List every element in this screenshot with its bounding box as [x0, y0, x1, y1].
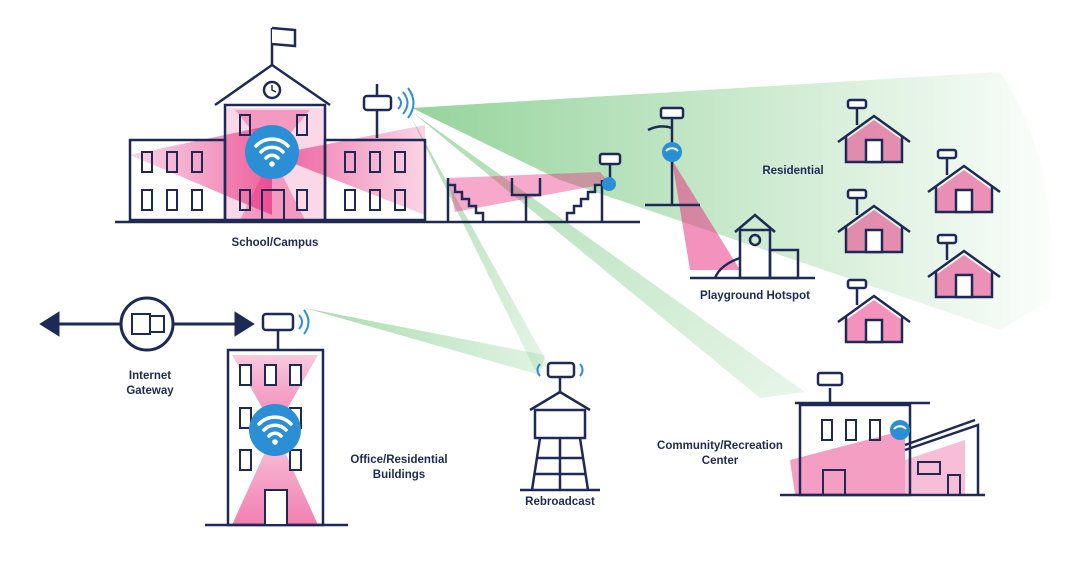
label-community-recreation: Community/Recreation Center [640, 439, 800, 469]
internet-gateway [39, 296, 255, 352]
label-line: Office/Residential [350, 454, 448, 466]
label-school-campus: School/Campus [231, 237, 319, 249]
residential-houses [837, 98, 1001, 344]
wifi-icon [602, 177, 616, 191]
label-internet-gateway: Internet Gateway [105, 369, 195, 399]
label-line: Buildings [372, 469, 426, 481]
beam-school-to-community [412, 112, 805, 398]
label-playground-hotspot: Playground Hotspot [700, 290, 810, 302]
water-tower [520, 361, 600, 492]
label-rebroadcast: Rebroadcast [525, 496, 595, 508]
wifi-icon [249, 404, 301, 456]
house [837, 98, 911, 164]
house [837, 188, 911, 254]
wifi-icon [890, 420, 910, 440]
antenna-icon [362, 84, 415, 138]
beam-school-to-rebroadcast [410, 115, 548, 370]
house [837, 278, 911, 344]
school-building [115, 26, 430, 224]
community-center [780, 371, 985, 497]
label-line: Gateway [126, 385, 174, 397]
house [927, 148, 1001, 214]
wifi-icon [245, 125, 299, 179]
stadium [430, 152, 640, 224]
house [927, 233, 1001, 299]
beam-office-to-rebroadcast [305, 308, 545, 375]
label-line: Community/Recreation [657, 440, 783, 452]
label-line: Internet [128, 370, 172, 382]
playground [690, 213, 815, 280]
wifi-icon [662, 142, 682, 162]
label-office-residential: Office/Residential Buildings [334, 453, 464, 483]
label-line: Center [701, 455, 739, 467]
label-residential: Residential [762, 165, 824, 177]
